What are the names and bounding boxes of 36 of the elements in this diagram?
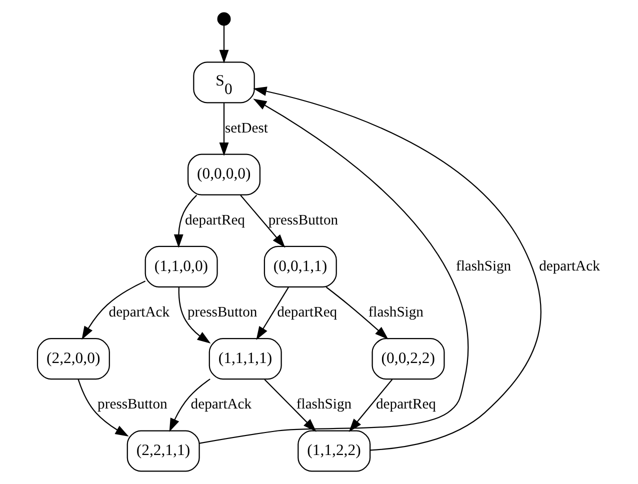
edge-label: flashSign — [368, 304, 423, 321]
edge-label: setDest — [224, 120, 268, 136]
node-box: (2,2,1,1) — [126, 430, 200, 472]
node-box: (1,1,2,2) — [297, 430, 370, 472]
arrow — [240, 194, 285, 248]
edge-label: departReq — [376, 396, 436, 413]
arrow — [218, 103, 228, 156]
arrow — [173, 194, 197, 248]
arrow — [348, 379, 392, 432]
edge-label: flashSign — [455, 258, 511, 275]
edge-label: departAck — [190, 396, 252, 413]
edge-label: pressButton — [97, 396, 167, 413]
node-box: (1,1,1,1) — [208, 338, 282, 380]
node-box: (0,0,0,0) — [186, 154, 260, 196]
edge-label: pressButton — [268, 212, 338, 228]
edge-label: departAck — [538, 258, 600, 275]
arrow — [264, 379, 316, 432]
node-box: (2,2,0,0) — [36, 338, 110, 380]
arrow — [168, 378, 210, 432]
arrow — [81, 280, 146, 340]
edge-label: departAck — [108, 304, 170, 321]
edge-label: departReq — [276, 304, 337, 321]
node-circle — [216, 12, 230, 26]
edge-label: pressButton — [186, 304, 257, 321]
edge-label: flashSign — [296, 396, 352, 413]
node-box: (1,1,0,0) — [144, 246, 218, 288]
edge-label: departReq — [184, 212, 245, 228]
node-box: (0,0,2,2) — [371, 338, 444, 380]
arrow — [256, 287, 288, 340]
arrow — [325, 286, 388, 340]
arrow — [198, 98, 468, 444]
arrow — [252, 86, 541, 451]
arrow — [218, 25, 228, 64]
arrow — [77, 379, 128, 436]
arrow — [178, 287, 210, 344]
node-box: (0,0,1,1) — [263, 246, 336, 288]
